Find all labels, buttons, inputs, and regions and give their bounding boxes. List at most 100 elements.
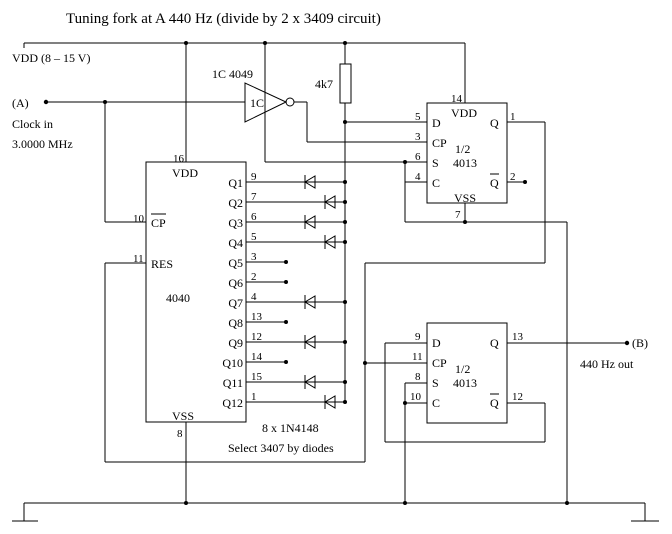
ff2-part-label: 4013 <box>453 376 477 390</box>
ff2-c-pin: 10 <box>410 391 422 403</box>
inverter-body-label: 1C <box>250 96 264 110</box>
vdd-supply-label: VDD (8 – 15 V) <box>12 51 90 65</box>
counter-output-pin: 12 <box>251 331 262 343</box>
ff1-cp-pin: 3 <box>415 131 421 143</box>
clock-input-wiring <box>43 99 245 223</box>
diode-1n4148 <box>246 215 345 229</box>
output-node-label: (B) <box>632 336 648 350</box>
ff1-cp-label: CP <box>432 136 447 150</box>
ff1-c-label: C <box>432 176 440 190</box>
clock-in-label: Clock in <box>12 117 53 131</box>
counter-output-q11: Q11 15 <box>223 371 347 390</box>
counter-output-pin: 13 <box>251 311 263 323</box>
ff2-qbar-label: Q <box>490 396 499 410</box>
ff1-vdd-label: VDD <box>451 106 477 120</box>
counter-output-pin: 9 <box>251 171 257 183</box>
ff2-s-label: S <box>432 376 439 390</box>
counter-output-label: Q9 <box>228 336 243 350</box>
ff1-s-label: S <box>432 156 439 170</box>
counter-output-pin: 6 <box>251 211 257 223</box>
ff2-cp-label: CP <box>432 356 447 370</box>
diode-1n4148 <box>246 195 345 209</box>
vdd-rail <box>23 41 466 164</box>
ff2-q-label: Q <box>490 336 499 350</box>
diode-bus-junction <box>343 340 347 344</box>
ff1-c-pin: 4 <box>415 171 421 183</box>
counter-output-label: Q12 <box>222 396 243 410</box>
ff2-d-label: D <box>432 336 441 350</box>
diode-1n4148 <box>246 175 345 189</box>
inverter-part-label: 1C 4049 <box>212 67 253 81</box>
diode-bus-junction <box>343 400 347 404</box>
counter-output-label: Q10 <box>222 356 243 370</box>
counter-output-q9: Q9 12 <box>228 331 347 350</box>
ground-rail <box>12 501 659 522</box>
ff2-qbar-pin: 12 <box>512 391 523 403</box>
counter-output-pin: 5 <box>251 231 257 243</box>
diode-1n4148 <box>246 295 345 309</box>
output-frequency-label: 440 Hz out <box>580 357 634 371</box>
counter-output-pin: 15 <box>251 371 263 383</box>
ff2-s-pin: 8 <box>415 371 421 383</box>
flip-flop-1-4013 <box>404 102 568 503</box>
resistor-value-label: 4k7 <box>315 77 333 91</box>
counter-output-q1: Q1 9 <box>228 171 347 190</box>
ff1-d-label: D <box>432 116 441 130</box>
diode-1n4148 <box>246 395 345 409</box>
ff1-q-pin: 1 <box>510 111 516 123</box>
diodes-part-label: 8 x 1N4148 <box>262 421 319 435</box>
counter-vss-label: VSS <box>172 409 194 423</box>
counter-output-label: Q1 <box>228 176 243 190</box>
diode-1n4148 <box>246 375 345 389</box>
counter-output-q5: Q5 3 <box>228 251 288 270</box>
ff1-vdd-pin: 14 <box>451 93 463 105</box>
counter-output-q3: Q3 6 <box>228 211 347 230</box>
diode-bus-junction <box>343 220 347 224</box>
ff1-vss-label: VSS <box>454 191 476 205</box>
counter-output-label: Q7 <box>228 296 243 310</box>
unused-output-terminal <box>284 260 288 264</box>
diode-bus-junction <box>343 180 347 184</box>
input-node-label: (A) <box>12 96 29 110</box>
counter-vdd-pin: 16 <box>173 153 185 165</box>
counter-output-pin: 1 <box>251 391 257 403</box>
ff2-cp-pin: 11 <box>412 351 423 363</box>
ff1-s-pin: 6 <box>415 151 421 163</box>
counter-output-q12: Q12 1 <box>222 391 347 410</box>
inverter-1c4049 <box>244 82 427 143</box>
counter-res-pin: 11 <box>133 253 144 265</box>
unused-output-terminal <box>284 280 288 284</box>
counter-cp-pin: 10 <box>133 213 145 225</box>
diagram-title: Tuning fork at A 440 Hz (divide by 2 x 3… <box>66 11 381 27</box>
diode-bus-junction <box>343 240 347 244</box>
counter-output-q8: Q8 13 <box>228 311 288 330</box>
ff1-vss-pin: 7 <box>455 209 461 221</box>
counter-res-label: RES <box>151 257 173 271</box>
counter-output-label: Q5 <box>228 256 243 270</box>
counter-output-pin: 7 <box>251 191 257 203</box>
counter-output-label: Q8 <box>228 316 243 330</box>
unused-output-terminal <box>284 320 288 324</box>
diode-1n4148 <box>246 335 345 349</box>
ff1-qbar-pin: 2 <box>510 171 516 183</box>
counter-output-label: Q11 <box>223 376 243 390</box>
diode-1n4148 <box>246 235 345 249</box>
ff1-qbar-label: Q <box>490 176 499 190</box>
diode-bus-junction <box>343 200 347 204</box>
diode-selection-note: Select 3407 by diodes <box>228 441 334 455</box>
counter-output-label: Q3 <box>228 216 243 230</box>
ff2-c-label: C <box>432 396 440 410</box>
counter-part-label: 4040 <box>166 291 190 305</box>
counter-output-pin: 3 <box>251 251 257 263</box>
diode-bus-junction <box>343 380 347 384</box>
counter-cp-label: CP <box>151 216 166 230</box>
counter-vdd-label: VDD <box>172 166 198 180</box>
ff2-q-pin: 13 <box>512 331 524 343</box>
ff2-d-pin: 9 <box>415 331 421 343</box>
